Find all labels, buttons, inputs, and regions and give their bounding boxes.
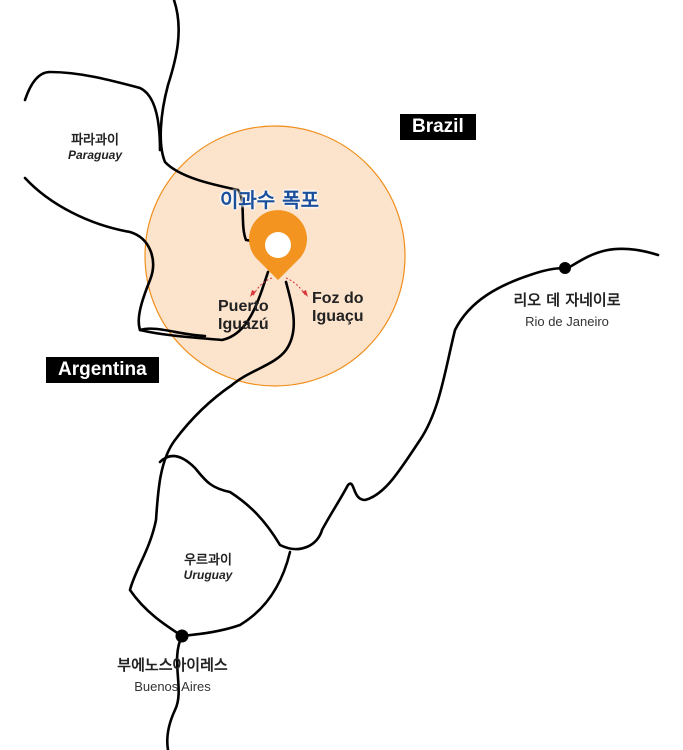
border-uruguay xyxy=(158,247,660,551)
buenos-aires-en: Buenos Aires xyxy=(134,679,211,694)
country-label-argentina: Argentina xyxy=(46,357,159,383)
rio-marker xyxy=(559,262,571,274)
buenos-aires-ko: 부에노스아이레스 xyxy=(117,656,228,674)
buenos-aires-marker xyxy=(175,629,189,643)
city-label-buenos-aires: 부에노스아이레스 Buenos Aires xyxy=(100,654,245,694)
river-parana xyxy=(165,634,184,750)
city-label-rio: 리오 데 자네이로 Rio de Janeiro xyxy=(497,289,637,329)
map-title: 이과수 폭포 xyxy=(220,188,319,212)
city-label-foz-do-iguacu: Foz do Iguaçu xyxy=(312,290,364,326)
border-paraguay-argentina xyxy=(23,176,270,342)
region-label-uruguay: 우르과이 Uruguay xyxy=(168,549,248,582)
puerto-iguazu-line2: Iguazú xyxy=(218,316,269,333)
uruguay-ko: 우르과이 xyxy=(184,553,232,568)
foz-line1: Foz do xyxy=(312,290,364,307)
border-paraguay-north xyxy=(23,70,162,152)
foz-line2: Iguaçu xyxy=(312,308,364,325)
city-label-puerto-iguazu: Puerto Iguazú xyxy=(218,298,269,334)
border-paraguay-brazil xyxy=(159,0,262,244)
river-iguazu-west xyxy=(138,327,207,338)
puerto-iguazu-line1: Puerto xyxy=(218,298,269,315)
country-label-brazil: Brazil xyxy=(400,114,476,140)
border-argentina-brazil xyxy=(128,280,296,638)
rio-ko: 리오 데 자네이로 xyxy=(513,291,621,309)
uruguay-en: Uruguay xyxy=(183,568,233,582)
paraguay-en: Paraguay xyxy=(67,148,123,162)
location-pin-icon xyxy=(249,210,307,280)
paraguay-ko: 파라과이 xyxy=(71,133,119,148)
arrow-puerto-iguazu xyxy=(252,277,273,297)
region-label-paraguay: 파라과이 Paraguay xyxy=(55,129,135,162)
border-uruguay-south xyxy=(180,550,292,638)
rio-en: Rio de Janeiro xyxy=(525,314,609,329)
